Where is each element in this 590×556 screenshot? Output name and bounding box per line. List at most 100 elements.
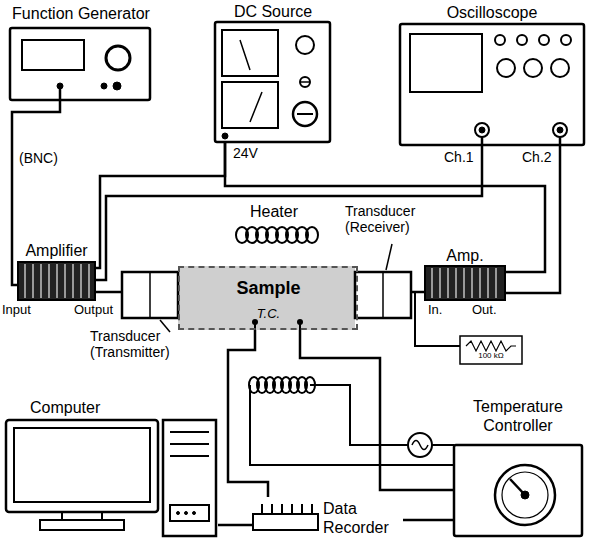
terminal-name: In. xyxy=(428,303,458,318)
heat-sink-fin xyxy=(487,268,489,298)
heat-sink-fin xyxy=(72,264,74,298)
data-recorder-body xyxy=(253,514,318,530)
heat-sink-fin xyxy=(463,268,465,298)
computer-body xyxy=(177,512,180,515)
part-name: Heater xyxy=(250,203,330,221)
oscilloscope-body xyxy=(497,59,515,77)
heater-coil xyxy=(249,377,315,393)
coil-winding xyxy=(306,227,318,243)
recorder-pin xyxy=(281,504,283,514)
oscilloscope-body xyxy=(524,59,542,77)
instrument: Function Generator xyxy=(6,2,157,100)
signal-wire xyxy=(96,142,225,268)
computer-body xyxy=(170,443,209,445)
recorder-pin xyxy=(301,504,303,514)
oscilloscope-body xyxy=(495,35,505,45)
amplifier-body xyxy=(18,262,95,300)
sample-body xyxy=(297,319,303,325)
node-title: Oscilloscope xyxy=(398,3,586,22)
dc-source-body xyxy=(215,22,330,142)
heat-sink-fin xyxy=(495,268,497,298)
oscilloscope-body xyxy=(400,24,584,145)
heat-sink-fin xyxy=(479,268,481,298)
heater-wire xyxy=(250,385,454,465)
temperature-controller-body xyxy=(502,472,548,518)
oscilloscope-body xyxy=(481,137,484,145)
dc-source-body xyxy=(300,81,310,83)
heat-sink-fin xyxy=(471,268,473,298)
oscilloscope-body xyxy=(479,127,485,133)
signal-wire xyxy=(506,145,560,293)
oscilloscope-body xyxy=(539,35,549,45)
oscilloscope-body xyxy=(561,35,571,45)
computer-body xyxy=(62,512,102,520)
node-title: Amplifier xyxy=(18,241,95,260)
transducer-symbol xyxy=(382,272,384,318)
oscilloscope-body xyxy=(400,24,584,145)
computer-body xyxy=(14,428,150,502)
amplifier: Amp. xyxy=(425,244,506,300)
signal-name: 24V xyxy=(232,145,259,161)
signal-wire xyxy=(403,519,454,522)
dc-source-body xyxy=(215,22,330,142)
sample-body xyxy=(178,266,355,330)
amplifier-body xyxy=(18,262,95,300)
heat-sink-fin xyxy=(64,264,66,298)
recorder-pin xyxy=(261,504,263,514)
data-recorder: Data Recorder xyxy=(253,497,403,542)
computer-body xyxy=(185,512,188,515)
dc-source-body xyxy=(222,30,278,76)
heat-sink-fin xyxy=(439,268,441,298)
dc-source-body xyxy=(296,36,314,54)
signal-name: Ch.2 xyxy=(521,149,553,165)
oscilloscope-body xyxy=(557,127,563,133)
leader-line xyxy=(160,320,170,332)
node-title: Function Generator xyxy=(6,4,156,23)
heat-sink-fin xyxy=(24,264,26,298)
oscilloscope-body xyxy=(551,59,569,77)
ac-source-symbol xyxy=(408,433,432,457)
amplifier: Amplifier xyxy=(18,240,96,300)
computer-body xyxy=(6,420,216,536)
function-generator-body xyxy=(101,83,107,89)
sample-body xyxy=(178,266,355,330)
function-generator-body xyxy=(10,28,150,100)
signal-name: (BNC) xyxy=(18,150,59,166)
transducer-symbol xyxy=(122,272,411,318)
dc-source-body xyxy=(297,113,313,115)
resistor-symbol xyxy=(415,292,522,364)
dc-source-body xyxy=(240,40,250,70)
oscilloscope-body xyxy=(410,34,482,92)
oscilloscope-body xyxy=(475,123,489,137)
computer-body xyxy=(170,431,209,433)
transducer-symbol xyxy=(149,272,151,318)
signal-wire xyxy=(96,145,482,280)
resistor-symbol xyxy=(466,341,516,351)
heater-coil xyxy=(236,227,318,243)
heat-sink-fin xyxy=(40,264,42,298)
sample-box: SampleT.C. xyxy=(178,266,358,330)
computer-body xyxy=(193,512,196,515)
temperature-controller-body xyxy=(454,445,582,536)
amplifier-body xyxy=(425,266,505,300)
leader-line xyxy=(160,244,392,332)
oscilloscope-body xyxy=(517,35,527,45)
signal-wire xyxy=(12,100,60,285)
signal-wire xyxy=(218,524,253,527)
heat-sink-fin xyxy=(80,264,82,298)
signal-name: Ch.1 xyxy=(443,149,475,165)
signal-wire xyxy=(225,142,545,272)
node-title: Amp. xyxy=(425,246,505,265)
instrument: DC Source xyxy=(212,2,335,142)
heat-sink-fin xyxy=(32,264,34,298)
resistor-symbol xyxy=(415,292,460,346)
instrument: Temperature Controller xyxy=(454,393,583,536)
function-generator-body xyxy=(10,28,150,100)
heat-sink-fin xyxy=(88,264,90,298)
function-generator-body xyxy=(22,40,84,70)
computer-body xyxy=(170,455,209,457)
node-title: Computer xyxy=(30,398,180,417)
